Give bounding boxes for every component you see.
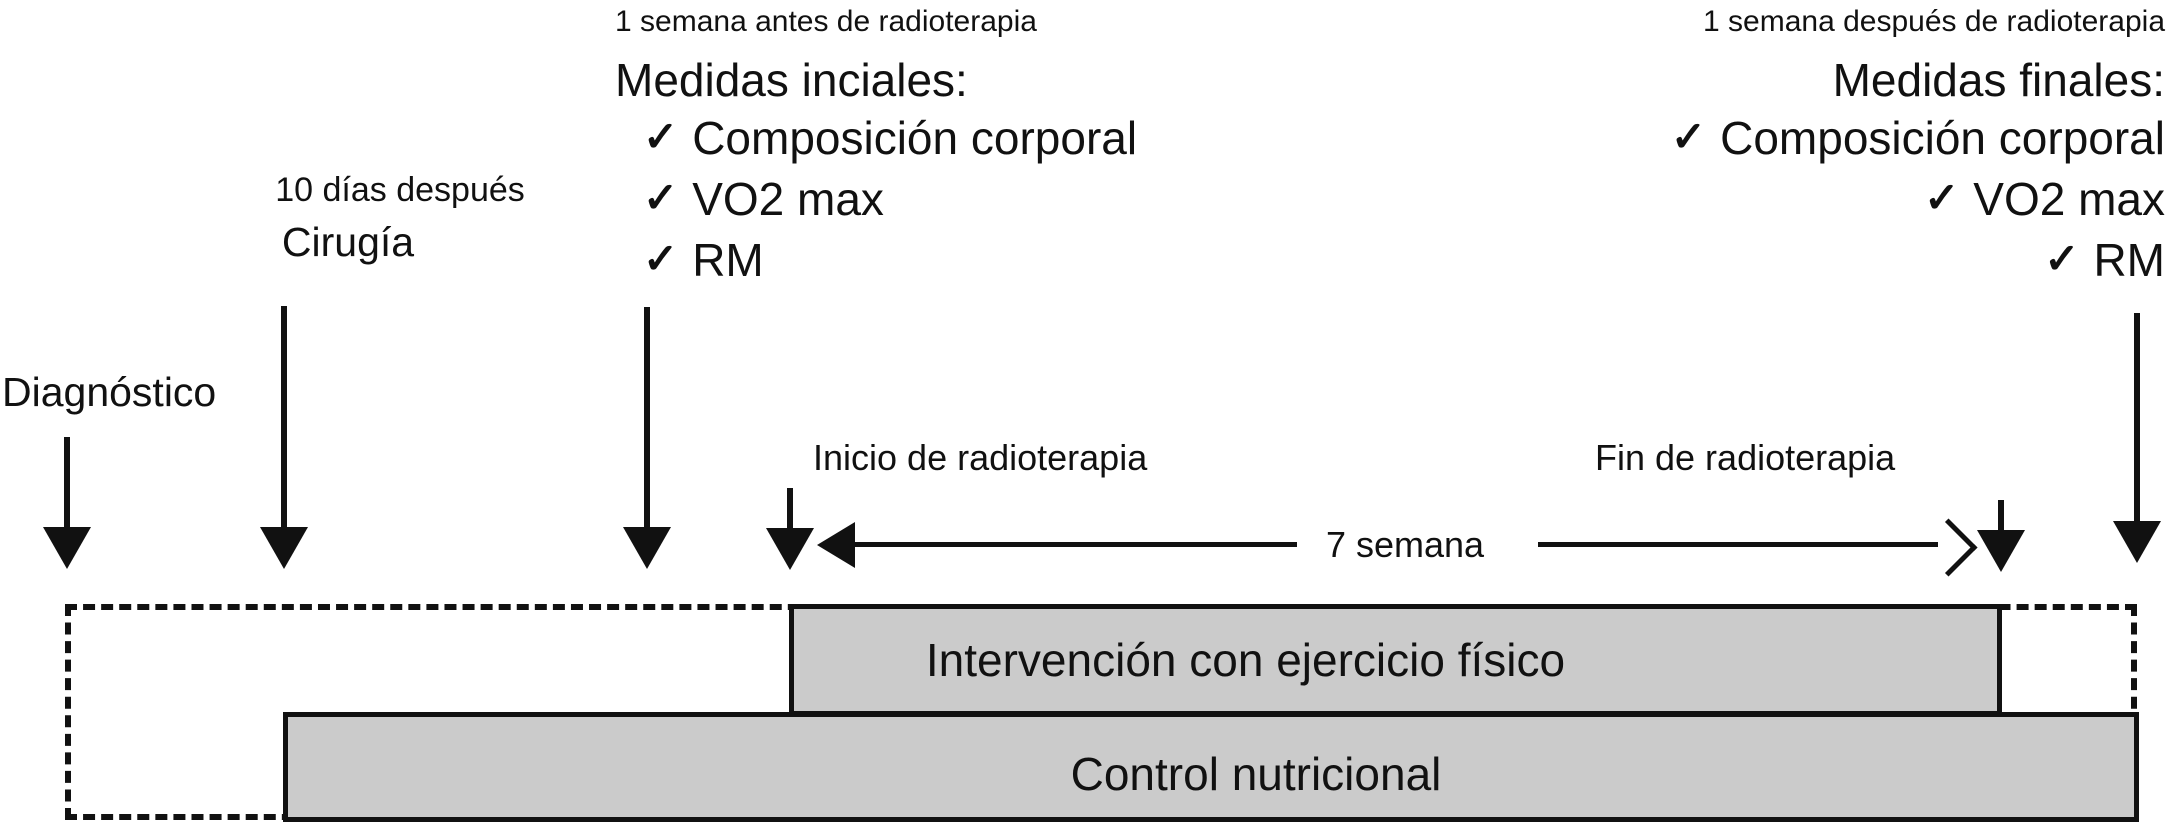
diagnosis-label: Diagnóstico xyxy=(2,369,217,415)
measure-item: ✓ RM xyxy=(643,230,1137,291)
measure-item-label: VO2 max xyxy=(692,173,884,225)
final-measures-block: 1 semana después de radioterapia Medidas… xyxy=(1671,4,2165,291)
radiotherapy-duration-label: 7 semana xyxy=(1325,524,1485,565)
measure-item-label: VO2 max xyxy=(1973,173,2165,225)
surgery-label: Cirugía xyxy=(281,219,415,265)
radiotherapy-start-label: Inicio de radioterapia xyxy=(813,437,1148,478)
arrow-right-icon xyxy=(1919,518,1978,577)
measure-item-label: Composición corporal xyxy=(1720,112,2165,164)
initial-measures-timing: 1 semana antes de radioterapia xyxy=(615,5,1037,38)
arrow-down-icon xyxy=(623,527,671,569)
radiotherapy-start-arrow xyxy=(787,488,793,530)
final-measures-title: Medidas finales: xyxy=(1832,54,2165,106)
initial-measures-title: Medidas inciales: xyxy=(615,54,968,106)
radiotherapy-end-arrow xyxy=(1998,500,2004,532)
initial-measures-arrow xyxy=(644,307,650,529)
measure-item: ✓ Composición corporal xyxy=(1671,108,2165,169)
measure-item-label: Composición corporal xyxy=(692,112,1138,164)
exercise-intervention-box: Intervención con ejercicio físico xyxy=(789,604,2002,716)
initial-measures-block: 1 semana antes de radioterapia Medidas i… xyxy=(615,4,1137,291)
measure-item: ✓ VO2 max xyxy=(643,169,1137,230)
arrow-down-icon xyxy=(1977,530,2025,572)
surgery-arrow xyxy=(281,306,287,529)
arrow-down-icon xyxy=(2113,521,2161,563)
check-icon: ✓ xyxy=(2044,235,2080,282)
diagnosis-arrow xyxy=(64,437,70,529)
check-icon: ✓ xyxy=(1670,113,1707,160)
nutrition-control-label: Control nutricional xyxy=(1070,748,1442,800)
final-measures-timing: 1 semana después de radioterapia xyxy=(1703,5,2165,38)
radiotherapy-end-label: Fin de radioterapia xyxy=(1595,437,1896,478)
exercise-intervention-label: Intervención con ejercicio físico xyxy=(925,634,1566,686)
duration-arrow-line xyxy=(852,542,1297,547)
measure-item: ✓ RM xyxy=(1671,230,2165,291)
measure-item: ✓ Composición corporal xyxy=(643,108,1137,169)
check-icon: ✓ xyxy=(643,113,679,160)
nutrition-control-box: Control nutricional xyxy=(283,712,2139,822)
check-icon: ✓ xyxy=(1924,174,1960,221)
measure-item: ✓ VO2 max xyxy=(1671,169,2165,230)
measure-item-label: RM xyxy=(2093,234,2165,286)
arrow-down-icon xyxy=(260,527,308,569)
arrow-left-icon xyxy=(817,522,855,568)
check-icon: ✓ xyxy=(643,235,679,282)
arrow-down-icon xyxy=(766,528,814,570)
arrow-down-icon xyxy=(43,527,91,569)
check-icon: ✓ xyxy=(643,174,679,221)
measure-item-label: RM xyxy=(692,234,764,286)
duration-arrow-line xyxy=(1538,542,1938,547)
final-measures-arrow xyxy=(2134,313,2140,522)
surgery-timing-label: 10 días después xyxy=(275,171,525,209)
